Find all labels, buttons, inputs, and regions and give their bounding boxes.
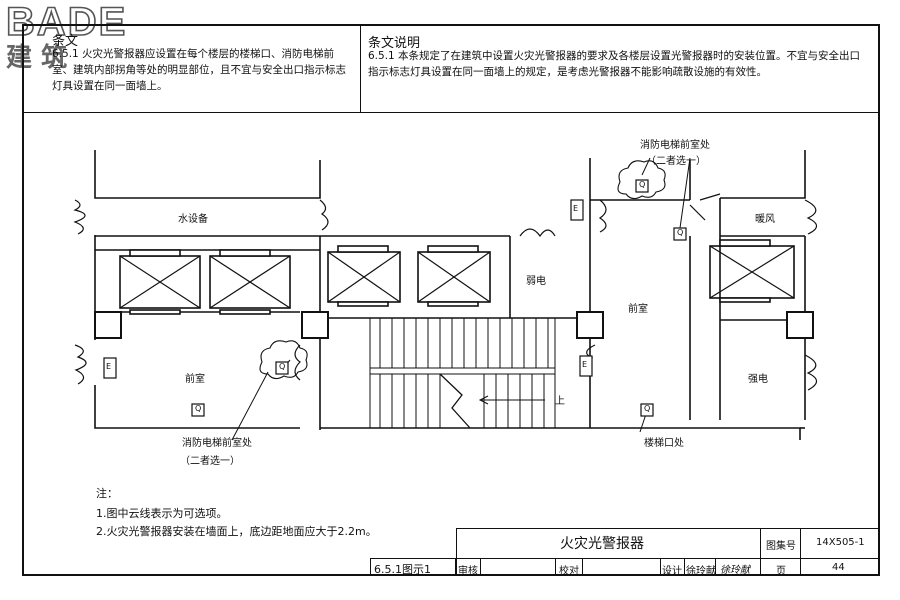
clause-title: 条文 xyxy=(52,34,79,49)
light-alarm-top-wall: Q xyxy=(677,228,684,237)
logo: BADE xyxy=(5,0,128,44)
atlas-number: 14X505-1 xyxy=(816,537,865,548)
review-label: 审核 xyxy=(458,566,478,577)
clause-explanation-text: 6.5.1 本条规定了在建筑中设置火灾光警报器的要求及各楼层设置光警报器时的安装… xyxy=(368,50,861,78)
room-strong-electric: 强电 xyxy=(748,374,768,385)
title-block xyxy=(456,528,880,576)
label-choose-top: （二者选一） xyxy=(646,156,706,167)
exit-sign-top-right: E xyxy=(573,204,579,213)
light-alarm-right: Q xyxy=(644,404,651,413)
logo-subtitle: 建 筑 xyxy=(6,43,68,73)
header-divider xyxy=(22,112,880,113)
title-block-col-1 xyxy=(760,528,761,576)
title-block-cell-f xyxy=(715,558,716,576)
note-1: 1.图中云线表示为可选项。 xyxy=(96,507,228,520)
exit-sign-left: E xyxy=(106,362,112,371)
figure-number-box xyxy=(370,558,456,576)
room-front-left: 前室 xyxy=(185,374,205,385)
header-column-divider xyxy=(360,24,361,112)
clause-text: 6.5.1 火灾光警报器应设置在每个楼层的楼梯口、消防电梯前室、建筑内部拐角等处… xyxy=(52,48,346,92)
drawing-title: 火灾光警报器 xyxy=(560,536,644,552)
title-block-row-divider xyxy=(456,558,880,559)
light-alarm-top-cloud: Q xyxy=(639,180,646,189)
designer-name: 徐玲献 xyxy=(686,566,716,577)
design-label: 设计 xyxy=(662,566,682,577)
label-elevator-top: 消防电梯前室处 xyxy=(640,140,710,151)
title-block-cell-c xyxy=(582,558,583,576)
clause-explanation-title: 条文说明 xyxy=(368,36,421,51)
label-choose-left: （二者选一） xyxy=(180,456,240,467)
title-block-cell-b xyxy=(555,558,556,576)
notes-heading: 注： xyxy=(96,487,118,500)
title-block-col-2 xyxy=(800,528,801,576)
atlas-label: 图集号 xyxy=(766,541,796,552)
page-number: 44 xyxy=(832,562,845,573)
light-alarm-left-cloud: Q xyxy=(279,362,286,371)
title-block-cell-d xyxy=(660,558,661,576)
check-label: 校对 xyxy=(559,566,579,577)
title-block-cell-a xyxy=(480,558,481,576)
designer-signature: 徐玲献 xyxy=(720,565,750,576)
label-stair-mouth: 楼梯口处 xyxy=(644,438,684,449)
light-alarm-left: Q xyxy=(195,404,202,413)
stair-up-label: 上 xyxy=(555,396,565,407)
room-front-right: 前室 xyxy=(628,304,648,315)
label-elevator-left: 消防电梯前室处 xyxy=(182,438,252,449)
page-label: 页 xyxy=(776,566,786,577)
room-weak-electric: 弱电 xyxy=(526,276,546,287)
figure-number: 6.5.1图示1 xyxy=(374,563,431,576)
exit-sign-right: E xyxy=(582,360,588,369)
room-hvac: 暖风 xyxy=(755,214,775,225)
note-2: 2.火灾光警报器安装在墙面上，底边距地面应大于2.2m。 xyxy=(96,525,377,538)
room-water-equipment: 水设备 xyxy=(178,214,208,225)
title-block-cell-e xyxy=(684,558,685,576)
